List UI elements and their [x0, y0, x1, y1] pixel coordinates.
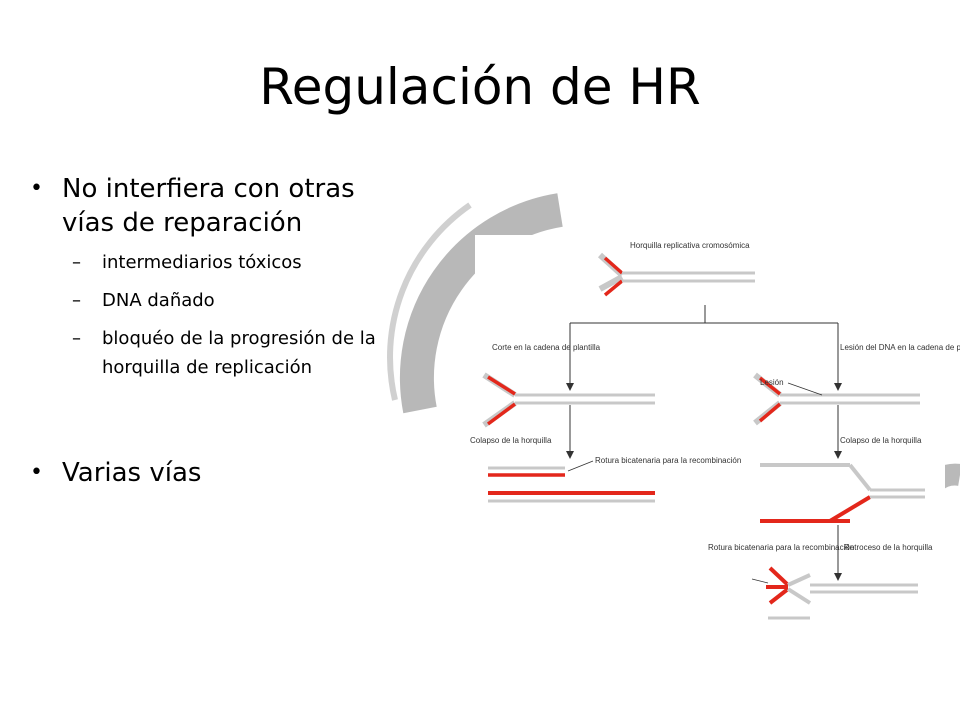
left-collapse-label: Colapso de la horquilla	[470, 436, 552, 445]
replication-fork-diagram: Horquilla replicativa cromosómica Corte …	[470, 235, 960, 635]
break-pointer	[751, 578, 769, 584]
lesion-pointer	[787, 382, 823, 396]
sub-bullet-text: DNA dañado	[102, 290, 215, 311]
sub-bullet-text: bloquéo de la progresión de la horquilla…	[102, 328, 376, 378]
right-break-label: Rotura bicatenaria para la recombinación	[708, 543, 854, 552]
bullet-text: No interfiera con otras vías de reparaci…	[62, 174, 355, 238]
sub-bullet-text: intermediarios tóxicos	[102, 252, 302, 273]
right-branch-label: Lesión del DNA en la cadena de plantilla	[840, 343, 960, 352]
lesion-label: Lesión	[760, 378, 784, 387]
bullet-text: Varias vías	[62, 458, 202, 488]
left-branch-label: Corte en la cadena de plantilla	[492, 343, 601, 352]
regression-label: Retroceso de la horquilla	[844, 543, 933, 552]
break-pointer	[567, 460, 594, 472]
slide-title: Regulación de HR	[259, 58, 701, 116]
arrow-icon	[566, 383, 842, 581]
top-fork-label: Horquilla replicativa cromosómica	[630, 241, 750, 250]
bullet-item: • Varias vías	[28, 456, 398, 490]
left-break-label: Rotura bicatenaria para la recombinación	[595, 456, 741, 465]
sub-bullet-marker: –	[72, 252, 81, 273]
sub-bullet-item: – bloquéo de la progresión de la horquil…	[28, 324, 398, 382]
left-nicked-fork	[482, 372, 655, 428]
right-lesion-fork	[753, 372, 920, 426]
branch-connector	[569, 305, 839, 575]
figure-background	[475, 235, 945, 515]
bullet-item: • No interfiera con otras vías de repara…	[28, 172, 398, 240]
right-collapsed-fork	[760, 463, 925, 523]
sub-bullet-item: – DNA dañado	[28, 286, 398, 315]
regressed-fork	[766, 566, 918, 620]
bullet-list: • No interfiera con otras vías de repara…	[28, 172, 398, 490]
right-collapse-label: Colapso de la horquilla	[840, 436, 922, 445]
bullet-marker: •	[30, 176, 43, 201]
top-replication-fork	[597, 252, 755, 297]
bullet-marker: •	[30, 460, 43, 485]
figure-background	[702, 515, 960, 635]
sub-bullet-marker: –	[72, 290, 81, 311]
sub-bullet-item: – intermediarios tóxicos	[28, 248, 398, 277]
left-collapsed-fork	[488, 466, 655, 503]
sub-bullet-marker: –	[72, 328, 81, 349]
